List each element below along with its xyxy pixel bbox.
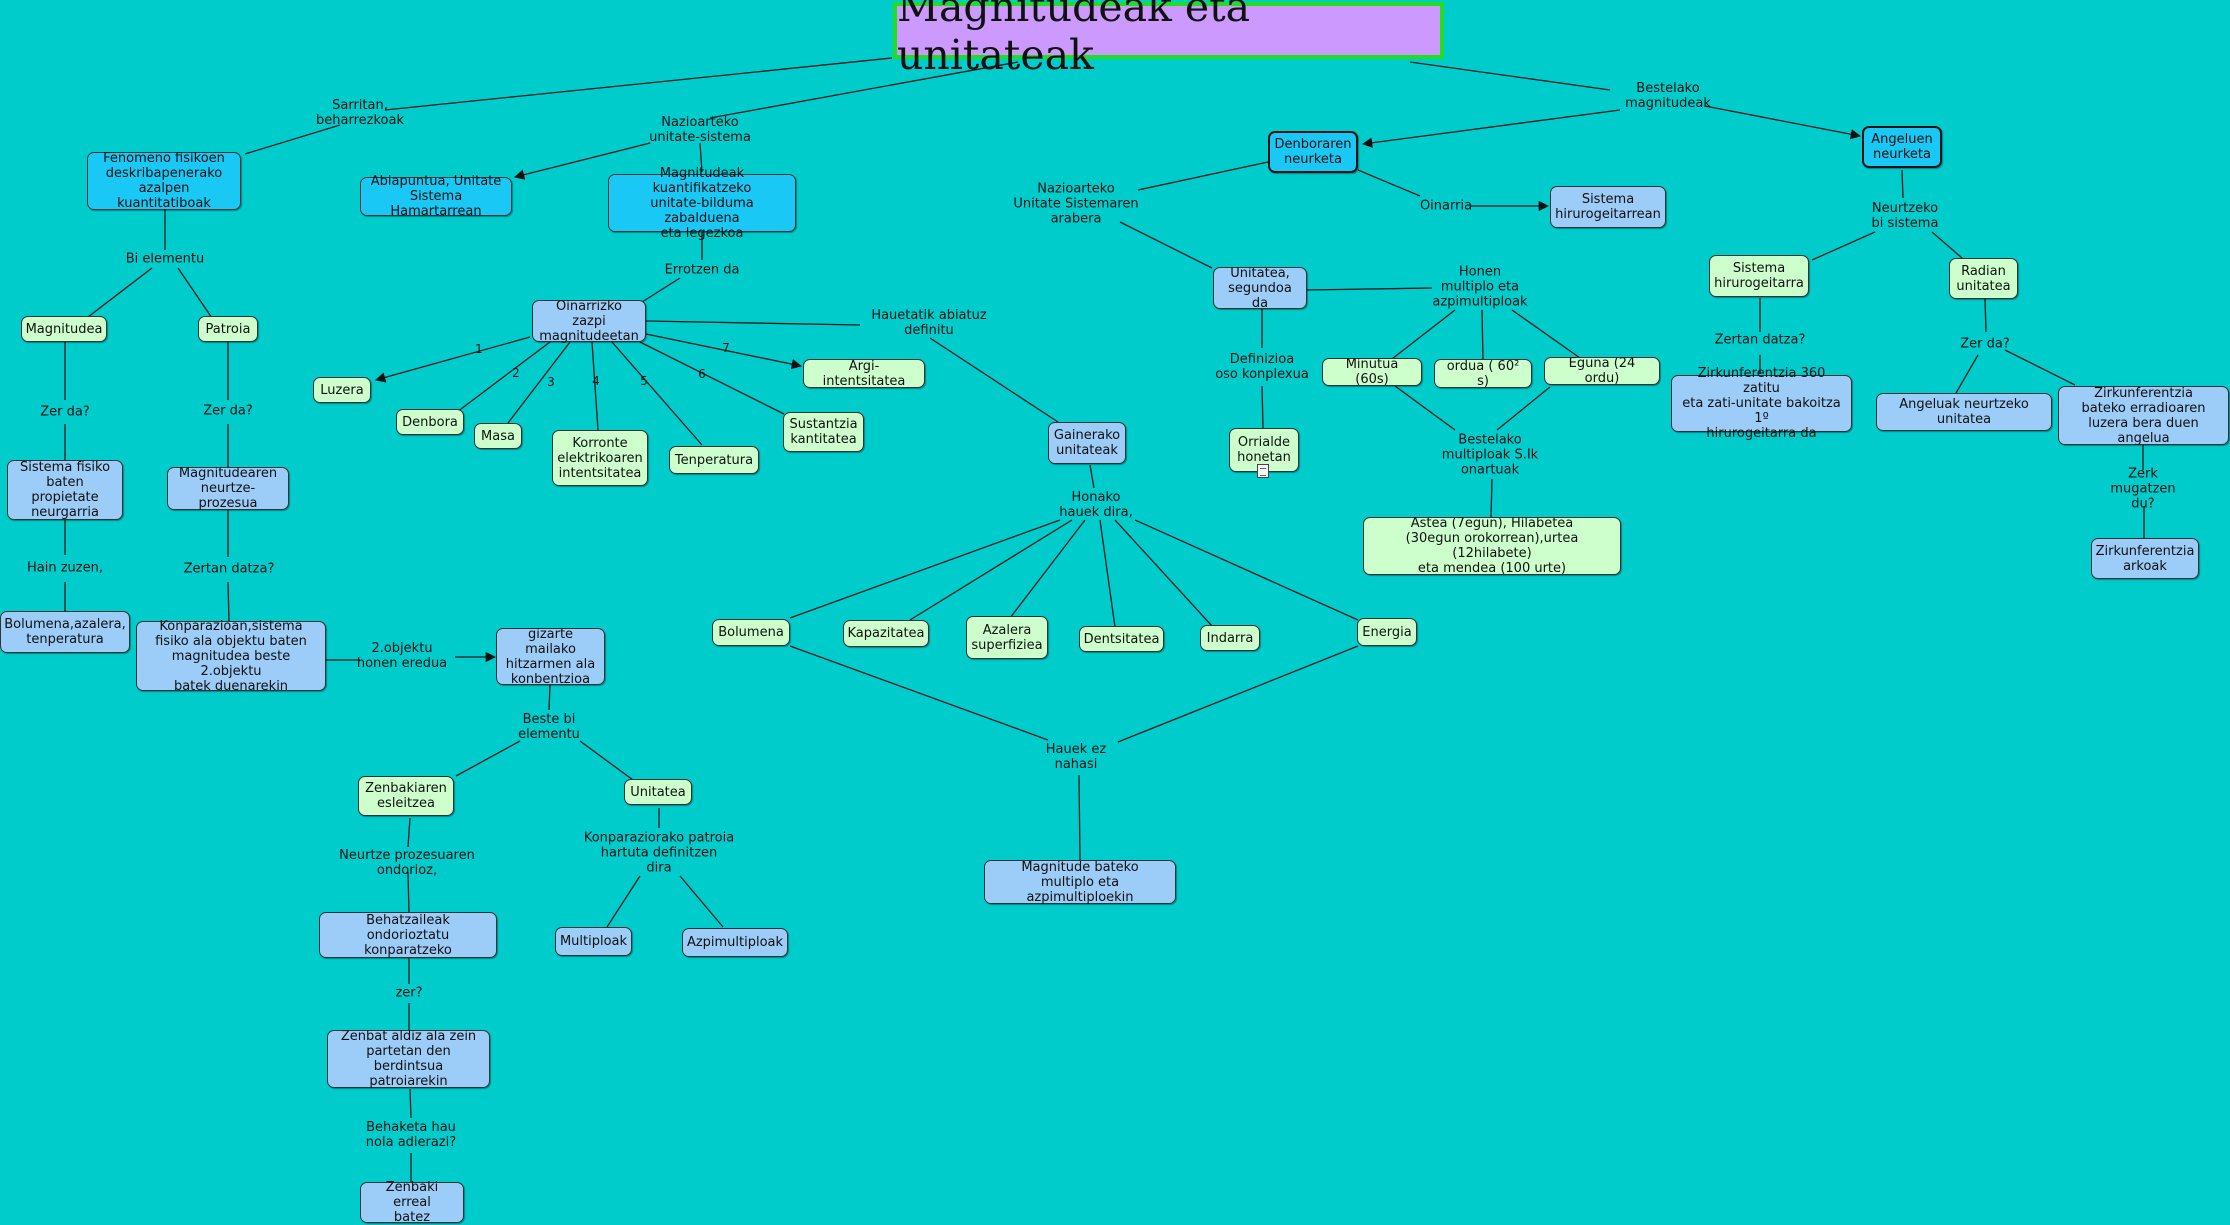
link-behaketa: Behaketa hau nola adierazi? bbox=[365, 1120, 457, 1150]
concept-energia[interactable]: Energia bbox=[1357, 618, 1417, 646]
link-beste-bi-elementu: Beste bi elementu bbox=[518, 712, 580, 742]
concept-neurtze-prozesua[interactable]: Magnitudearen neurtze-prozesua bbox=[167, 466, 289, 511]
concept-unitatea[interactable]: Unitatea bbox=[624, 779, 692, 805]
concept-azpimultiploak[interactable]: Azpimultiploak bbox=[682, 928, 788, 957]
concept-ordua[interactable]: ordua ( 60² s) bbox=[1434, 359, 1532, 389]
link-bestelako-multiploak: Bestelako multiploak S.Ik onartuak bbox=[1441, 432, 1539, 478]
concept-abiapuntua[interactable]: Abiapuntua, Unitate Sistema Hamartarrean bbox=[360, 174, 512, 219]
concept-zirkunferentzia-erradio[interactable]: Zirkunferentzia bateko erradioaren luzer… bbox=[2058, 386, 2229, 446]
edge-number-4: 4 bbox=[592, 374, 600, 388]
concept-behatzaileak[interactable]: Behatzaileak ondorioztatu konparatzeko bbox=[319, 912, 497, 958]
concept-tenperatura[interactable]: Tenperatura bbox=[669, 446, 759, 474]
concept-kapazitatea[interactable]: Kapazitatea bbox=[843, 620, 929, 647]
link-honako-hauek: Honako hauek dira, bbox=[1059, 490, 1133, 520]
edge-number-2: 2 bbox=[512, 366, 520, 380]
concept-azalera-superfiziea[interactable]: Azalera superfiziea bbox=[966, 616, 1048, 659]
concept-gizarte-hitzarmen[interactable]: gizarte mailako hitzarmen ala konbentzio… bbox=[496, 627, 605, 687]
link-zer: zer? bbox=[395, 985, 423, 1001]
link-neurtze-ondorioz: Neurtze prozesuaren ondorioz, bbox=[339, 848, 475, 878]
concept-denbora[interactable]: Denbora bbox=[396, 409, 464, 435]
concept-zenbat-aldiz[interactable]: Zenbat aldiz ala zein partetan den berdi… bbox=[327, 1029, 490, 1089]
link-bi-elementu: Bi elementu bbox=[125, 251, 205, 267]
link-neurtzeko-bi-sistema: Neurtzeko bi sistema bbox=[1871, 201, 1939, 231]
concept-unitatea-segundoa[interactable]: Unitatea, segundoa da bbox=[1213, 266, 1307, 311]
link-konparaziorako: Konparaziorako patroia hartuta definitze… bbox=[583, 830, 735, 876]
link-nazioarteko-arabera: Nazioarteko Unitate Sistemaren arabera bbox=[1013, 181, 1139, 227]
link-honen-multiplo: Honen multiplo eta azpimultiploak bbox=[1432, 264, 1528, 310]
concept-zirkunferentzia-arkoak[interactable]: Zirkunferentzia arkoak bbox=[2091, 538, 2199, 579]
concept-argi-intentsitatea[interactable]: Argi-intentsitatea bbox=[803, 359, 925, 389]
link-zer-da-right: Zer da? bbox=[1960, 336, 2010, 352]
link-zer-da-patroia: Zer da? bbox=[203, 403, 253, 419]
link-2-objektu: 2.objektu honen eredua bbox=[356, 641, 448, 671]
concept-radian-unitatea[interactable]: Radian unitatea bbox=[1949, 258, 2018, 299]
concept-zenbaki-erreal[interactable]: Zenbaki erreal batez bbox=[360, 1180, 464, 1225]
concept-indarra[interactable]: Indarra bbox=[1200, 625, 1260, 651]
concept-astea-hilabetea[interactable]: Astea (7egun), Hilabetea (30egun orokorr… bbox=[1363, 516, 1621, 576]
link-errotzen-da: Errotzen da bbox=[664, 262, 740, 278]
concept-konparazioan[interactable]: Konparazioan,sistema fisiko ala objektu … bbox=[136, 619, 326, 694]
link-definizioa: Definizioa oso konplexua bbox=[1215, 352, 1309, 382]
concept-luzera[interactable]: Luzera bbox=[313, 377, 371, 403]
link-hain-zuzen: Hain zuzen, bbox=[27, 560, 103, 576]
concept-eguna[interactable]: Eguna (24 ordu) bbox=[1544, 356, 1660, 386]
edge-number-6: 6 bbox=[698, 367, 706, 381]
concept-magnitude-bateko[interactable]: Magnitude bateko multiplo eta azpimultip… bbox=[984, 860, 1176, 905]
link-zertan-datza: Zertan datza? bbox=[183, 561, 275, 577]
concept-korronte[interactable]: Korronte elektrikoaren intentsitatea bbox=[552, 430, 648, 486]
concept-patroia[interactable]: Patroia bbox=[198, 316, 258, 342]
edge-number-7: 7 bbox=[722, 341, 730, 355]
link-nazioarteko-unitate-sistema: Nazioarteko unitate-sistema bbox=[649, 115, 751, 145]
map-title: Magnitudeak eta unitateak bbox=[893, 0, 1444, 79]
note-icon[interactable] bbox=[1257, 464, 1269, 478]
link-hauetatik: Hauetatik abiatuz definitu bbox=[871, 308, 987, 338]
edge-number-3: 3 bbox=[547, 375, 555, 389]
concept-multiploak[interactable]: Multiploak bbox=[555, 927, 632, 956]
concept-denboraren-neurketa[interactable]: Denboraren neurketa bbox=[1268, 131, 1358, 173]
concept-sistema-hirurogeitarra[interactable]: Sistema hirurogeitarra bbox=[1709, 255, 1809, 297]
link-zerk-mugatzen: Zerk mugatzen du? bbox=[2110, 466, 2176, 512]
concept-zenbakiaren-esleitzea[interactable]: Zenbakiaren esleitzea bbox=[358, 776, 454, 816]
concept-angeluak-neurtzeko[interactable]: Angeluak neurtzeko unitatea bbox=[1876, 393, 2052, 431]
concept-sistema-fisiko[interactable]: Sistema fisiko baten propietate neurgarr… bbox=[7, 460, 123, 520]
concept-masa[interactable]: Masa bbox=[474, 423, 522, 449]
link-oinarria: Oinarria bbox=[1419, 198, 1473, 214]
concept-angeluen-neurketa[interactable]: Angeluen neurketa bbox=[1862, 126, 1942, 168]
link-sarritan: Sarritan, beharrezkoak bbox=[316, 98, 404, 128]
concept-fenomeno[interactable]: Fenomeno fisikoen deskribapenerako azalp… bbox=[87, 151, 241, 211]
concept-orrialde-honetan[interactable]: Orrialde honetan bbox=[1229, 428, 1299, 472]
concept-bolumena-azalera[interactable]: Bolumena,azalera, tenperatura bbox=[0, 611, 130, 653]
link-bestelako-magnitudeak: Bestelako magnitudeak bbox=[1625, 81, 1711, 111]
concept-sustantzia[interactable]: Sustantzia kantitatea bbox=[783, 412, 864, 452]
concept-dentsitatea[interactable]: Dentsitatea bbox=[1079, 626, 1164, 652]
concept-minutua[interactable]: Minutua (60s) bbox=[1322, 357, 1422, 387]
concept-gainerako-unitateak[interactable]: Gainerako unitateak bbox=[1048, 422, 1126, 464]
edge-number-1: 1 bbox=[475, 342, 483, 356]
concept-zirkunferentzia-360[interactable]: Zirkunferentzia 360 zatitu eta zati-unit… bbox=[1671, 366, 1852, 441]
link-zertan-datza-right: Zertan datza? bbox=[1714, 332, 1806, 348]
concept-kuantifikatzeko[interactable]: Magnitudeak kuantifikatzeko unitate-bild… bbox=[608, 166, 796, 241]
link-hauek-ez-nahasi: Hauek ez nahasi bbox=[1045, 742, 1107, 772]
concept-oinarrizko-zazpi[interactable]: Oinarrizko zazpi magnitudeetan bbox=[532, 299, 646, 344]
concept-sistema-hirurogeitarrean[interactable]: Sistema hirurogeitarrean bbox=[1550, 186, 1666, 228]
edge-number-5: 5 bbox=[640, 374, 648, 388]
link-zer-da-left: Zer da? bbox=[40, 404, 90, 420]
concept-bolumena[interactable]: Bolumena bbox=[712, 619, 790, 646]
concept-magnitudea[interactable]: Magnitudea bbox=[21, 316, 107, 342]
